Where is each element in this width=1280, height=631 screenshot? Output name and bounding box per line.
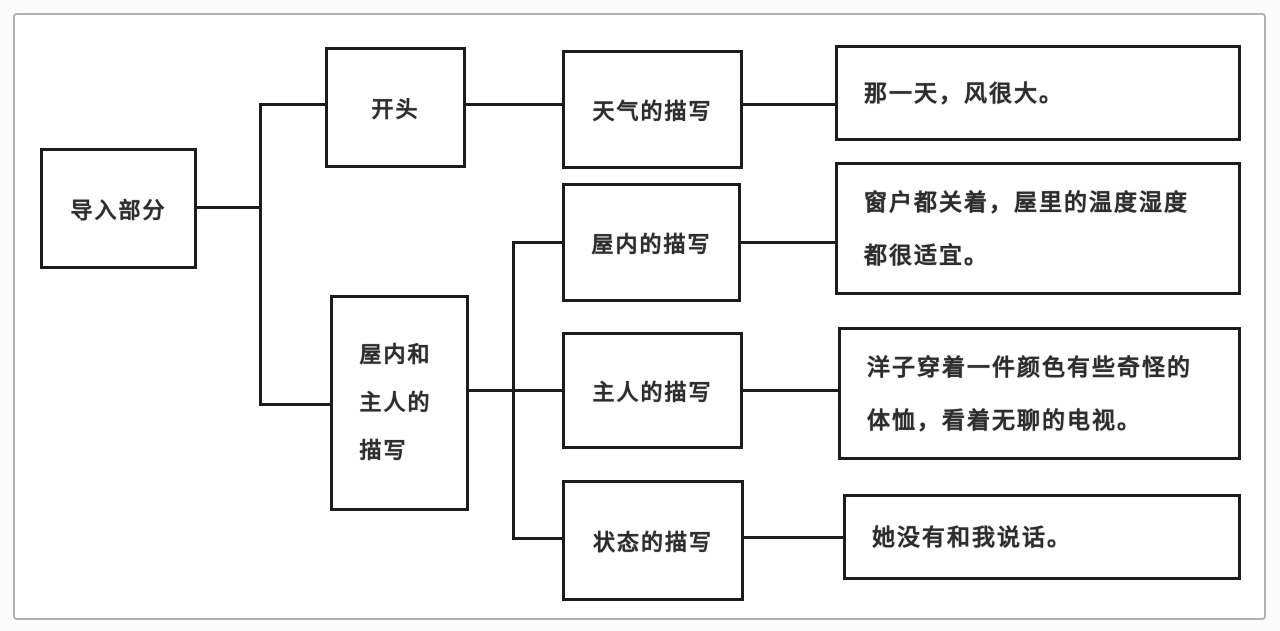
node-state-description: 状态的描写 [562,480,744,601]
edge-trunk-to-indoor [515,241,562,244]
node-intro-label: 导入部分 [70,197,167,223]
node-intro-section: 导入部分 [40,148,197,269]
edge-state-to-example [744,536,843,539]
node-indoor-example-sentence: 窗户都关着，屋里的温度湿度都很适宜。 [835,162,1241,295]
weather-example-text: 那一天，风很大。 [864,79,1064,106]
edge-intro-to-trunk [196,206,262,209]
node-state-label: 状态的描写 [592,529,713,555]
edge-mid-trunk-vertical [512,241,515,540]
node-indoor-label: 屋内的描写 [591,231,712,257]
node-indoor-description: 屋内的描写 [562,183,741,302]
indoor-example-text: 窗户都关着，屋里的温度湿度都很适宜。 [864,188,1189,268]
node-weather-example-sentence: 那一天，风很大。 [835,45,1241,141]
state-example-text: 她没有和我说话。 [872,523,1072,550]
edge-host-to-example [743,389,838,392]
node-host-label: 主人的描写 [592,379,713,405]
host-example-text: 洋子穿着一件颜色有些奇怪的体恤，看着无聊的电视。 [867,353,1192,433]
edge-weather-to-example [743,103,835,106]
node-weather-description: 天气的描写 [562,50,743,169]
edge-left-trunk-vertical [259,103,262,406]
edge-opening-to-weather [466,103,562,106]
edge-trunk-to-opening [259,103,325,106]
node-host-example-sentence: 洋子穿着一件颜色有些奇怪的体恤，看着无聊的电视。 [838,327,1241,460]
node-weather-label: 天气的描写 [592,98,713,124]
edge-trunk-to-state [515,537,562,540]
edge-indoor-to-example [741,241,835,244]
node-indoor-and-host-label: 屋内和主人的描写 [359,342,432,463]
node-host-description: 主人的描写 [562,332,743,449]
edge-indoor-host-to-host [469,389,562,392]
node-opening: 开头 [325,47,466,168]
node-state-example-sentence: 她没有和我说话。 [843,494,1241,580]
node-indoor-and-host-description: 屋内和主人的描写 [330,295,469,511]
node-opening-label: 开头 [371,96,420,122]
edge-trunk-to-indoor-host [259,403,330,406]
